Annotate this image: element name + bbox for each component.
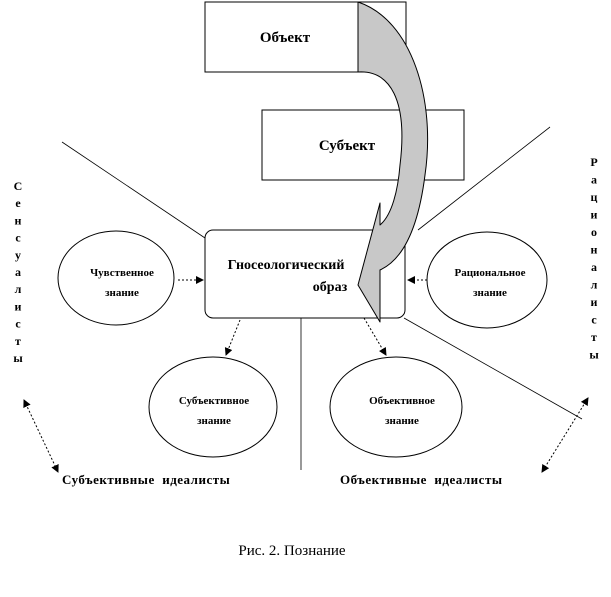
arrow-sensualists-to-subjective-idealists: [23, 399, 59, 473]
sensualists-letter: а: [15, 265, 21, 279]
subjective-idealists-label: Субъективные идеалисты: [62, 472, 230, 487]
rationalists-letter: Р: [590, 155, 597, 169]
sensual-knowledge-line2: знание: [105, 287, 139, 299]
rationalists-letter: ы: [589, 348, 599, 362]
sensualists-letter: л: [15, 282, 22, 296]
rationalists-letter: а: [591, 260, 597, 274]
sensualists-letter: С: [14, 179, 23, 193]
right-diagonal-line: [417, 126, 551, 231]
rationalists-letter: л: [591, 278, 598, 292]
rationalists-letter: т: [591, 330, 597, 344]
rationalists-letter: и: [591, 208, 598, 222]
sensualists-letter: у: [15, 248, 21, 262]
left-diagonal-line: [61, 141, 206, 239]
subject-label: Субъект: [319, 138, 376, 154]
image-label-line2: образ: [313, 280, 348, 295]
rational-knowledge-line2: знание: [473, 287, 507, 299]
sensualists-letter: и: [15, 299, 22, 313]
sensual-knowledge-line1: Чувственное: [90, 267, 154, 279]
rationalists-letter: с: [591, 313, 597, 327]
subjective-knowledge-line2: знание: [197, 415, 231, 427]
sensualists-letter: ы: [13, 351, 23, 365]
image-label-line1: Гносеологический: [228, 258, 345, 273]
arrow-image-to-subjective: [224, 319, 241, 356]
arrow-image-to-objective: [363, 317, 387, 356]
objective-knowledge-ellipse: Объективное знание: [329, 356, 463, 458]
sensualists-letter: с: [15, 317, 21, 331]
object-label: Объект: [260, 30, 311, 46]
subject-box: Субъект: [261, 109, 465, 181]
rationalists-letter: о: [591, 225, 597, 239]
rationalists-letter: н: [591, 243, 598, 257]
figure-caption: Рис. 2. Познание: [238, 543, 346, 559]
sensualists-letter: е: [15, 196, 21, 210]
sensualists-letter: с: [15, 231, 21, 245]
rational-knowledge-ellipse: Рациональное знание: [426, 231, 548, 329]
gnoseological-image-box: Гносеологический образ: [204, 229, 406, 319]
objective-knowledge-line2: знание: [385, 415, 419, 427]
curved-cognition-arrow: [357, 1, 429, 323]
rationalists-letter: и: [591, 295, 598, 309]
rationalists-letter: а: [591, 173, 597, 187]
sensual-knowledge-ellipse: Чувственное знание: [57, 230, 175, 326]
subjective-knowledge-ellipse: Субъективное знание: [148, 356, 278, 458]
rational-knowledge-line1: Рациональное: [454, 267, 525, 279]
sensualists-letter: н: [15, 213, 22, 227]
rationalists-letter: ц: [591, 190, 598, 204]
sensualists-letter: т: [15, 334, 21, 348]
subjective-knowledge-line1: Субъективное: [179, 395, 249, 407]
arrow-rationalists-to-objective-idealists: [541, 397, 589, 473]
objective-idealists-label: Объективные идеалисты: [340, 472, 502, 487]
objective-knowledge-line1: Объективное: [369, 395, 435, 407]
